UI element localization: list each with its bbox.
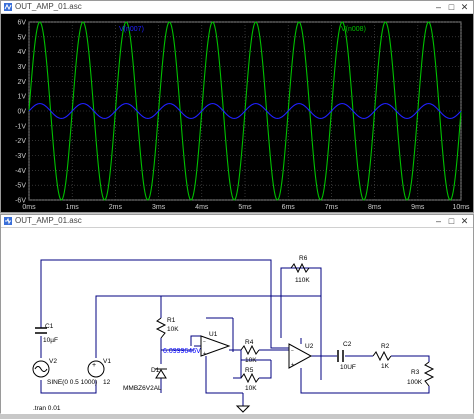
- y-tick-label: -4V: [15, 168, 26, 175]
- x-tick-label: 10ms: [452, 204, 470, 211]
- schematic-diagram[interactable]: C1 10µF V2 SINE(0 0.5 1000) + V1 12 R1: [1, 228, 473, 414]
- schematic-window: OUT_AMP_01.asc – □ ✕: [0, 214, 474, 414]
- ground-symbol: [235, 405, 251, 413]
- capacitor-c1[interactable]: C1 10µF: [35, 323, 58, 344]
- voltage-source-v2[interactable]: V2 SINE(0 0.5 1000): [32, 358, 97, 386]
- schematic-window-title: OUT_AMP_01.asc: [15, 216, 82, 225]
- r6-name: R6: [299, 255, 308, 262]
- x-tick-label: 9ms: [411, 204, 425, 211]
- resistor-r4[interactable]: R4 10K: [240, 339, 260, 364]
- r3-value: 100K: [407, 379, 423, 386]
- y-tick-label: 5V: [17, 34, 26, 41]
- svg-text:+: +: [92, 362, 96, 369]
- v1-value: 12: [103, 379, 111, 386]
- tran-directive[interactable]: .tran 0.01: [33, 405, 61, 412]
- y-tick-label: -5V: [15, 183, 26, 190]
- r2-name: R2: [381, 343, 390, 350]
- x-tick-label: 3ms: [152, 204, 166, 211]
- y-tick-label: -2V: [15, 138, 26, 145]
- opamp-u2[interactable]: − + U2: [288, 343, 314, 369]
- voltage-source-v1[interactable]: + V1 12: [87, 358, 111, 386]
- y-tick-label: 2V: [17, 79, 26, 86]
- trace-label-v-n007: V(n007): [119, 26, 144, 33]
- x-tick-label: 5ms: [238, 204, 252, 211]
- capacitor-c2[interactable]: C2 10UF: [337, 341, 356, 371]
- r5-value: 10K: [245, 385, 257, 392]
- node-voltage-label: 6.0999646V: [163, 348, 201, 355]
- x-tick-label: 8ms: [368, 204, 382, 211]
- y-tick-label: 6V: [17, 20, 26, 27]
- resistor-r3[interactable]: R3 100K: [407, 361, 435, 387]
- close-button[interactable]: ✕: [460, 216, 469, 226]
- svg-text:+: +: [291, 362, 294, 368]
- trace-vn007: [28, 103, 462, 119]
- resistor-r1[interactable]: R1 10K: [155, 317, 179, 339]
- y-tick-label: 4V: [17, 49, 26, 56]
- r2-value: 1K: [381, 363, 390, 370]
- v1-name: V1: [103, 358, 111, 365]
- waveform-app-icon: [4, 3, 12, 11]
- waveform-titlebar[interactable]: OUT_AMP_01.asc – □ ✕: [1, 1, 473, 14]
- resistor-r5[interactable]: R5 10K: [240, 367, 260, 392]
- y-tick-label: -3V: [15, 153, 26, 160]
- schematic-canvas[interactable]: C1 10µF V2 SINE(0 0.5 1000) + V1 12 R1: [1, 228, 473, 414]
- u2-name: U2: [305, 343, 314, 350]
- x-tick-label: 6ms: [282, 204, 296, 211]
- c2-name: C2: [343, 341, 352, 348]
- c1-name: C1: [45, 323, 54, 330]
- opamp-u1[interactable]: − + U1: [200, 331, 231, 357]
- y-tick-label: -1V: [15, 123, 26, 130]
- svg-text:−: −: [203, 339, 206, 345]
- r3-name: R3: [411, 369, 420, 376]
- r1-name: R1: [167, 317, 176, 324]
- diode-d1[interactable]: D1 MMBZ6V2AL: [123, 367, 167, 392]
- y-tick-label: -6V: [15, 198, 26, 205]
- schematic-titlebar[interactable]: OUT_AMP_01.asc – □ ✕: [1, 215, 473, 228]
- d1-value: MMBZ6V2AL: [123, 385, 162, 392]
- maximize-button[interactable]: □: [448, 2, 455, 12]
- schematic-app-icon: [4, 217, 12, 225]
- x-tick-label: 2ms: [109, 204, 123, 211]
- y-tick-label: 1V: [17, 94, 26, 101]
- minimize-button[interactable]: –: [435, 2, 441, 12]
- trace-label-v-n008: V(n008): [341, 26, 366, 33]
- y-tick-label: 3V: [17, 64, 26, 71]
- x-tick-label: 4ms: [195, 204, 209, 211]
- r6-value: 110K: [295, 277, 310, 284]
- x-tick-label: 7ms: [325, 204, 339, 211]
- r4-name: R4: [245, 339, 254, 346]
- wires: [40, 259, 430, 406]
- r5-name: R5: [245, 367, 254, 374]
- waveform-window-title: OUT_AMP_01.asc: [15, 2, 82, 11]
- x-tick-label: 0ms: [22, 204, 36, 211]
- v2-value: SINE(0 0.5 1000): [47, 379, 97, 386]
- maximize-button[interactable]: □: [448, 216, 455, 226]
- waveform-window: OUT_AMP_01.asc – □ ✕ 6V 5V 4V 3V 2V 1V 0V -1V -2…: [0, 0, 474, 213]
- r4-value: 10K: [245, 357, 257, 364]
- svg-text:+: +: [203, 351, 206, 357]
- u1-name: U1: [209, 331, 218, 338]
- resistor-r6[interactable]: R6 110K: [290, 255, 310, 284]
- d1-name: D1: [151, 367, 160, 374]
- r1-value: 10K: [167, 326, 179, 333]
- c1-value: 10µF: [43, 337, 58, 344]
- y-tick-label: 0V: [17, 109, 26, 116]
- c2-value: 10UF: [340, 364, 356, 371]
- v2-name: V2: [49, 358, 57, 365]
- svg-text:−: −: [291, 348, 294, 354]
- minimize-button[interactable]: –: [435, 216, 441, 226]
- resistor-r2[interactable]: R2 1K: [372, 343, 392, 370]
- close-button[interactable]: ✕: [460, 2, 469, 12]
- x-tick-label: 1ms: [66, 204, 80, 211]
